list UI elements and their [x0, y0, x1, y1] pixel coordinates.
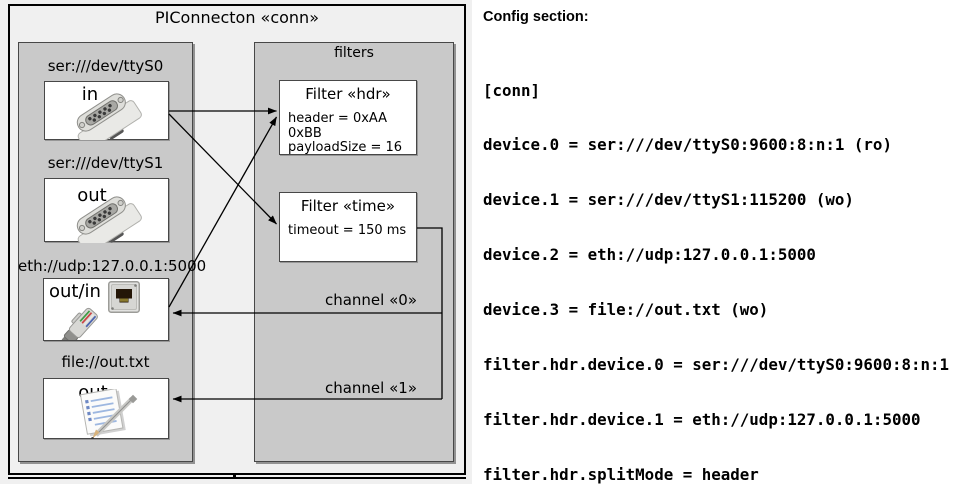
device-box-eth: out/in	[43, 278, 169, 341]
filter-time-title: Filter «time»	[300, 197, 396, 215]
device-label-file: file://out.txt	[61, 353, 150, 371]
serial-connector-icon	[76, 93, 142, 140]
channel-1-label: channel «1»	[324, 379, 417, 397]
ethernet-icon	[61, 281, 140, 340]
filter-hdr-box: Filter «hdr» header = 0xAA 0xBB payloadS…	[279, 80, 417, 155]
filter-hdr-title: Filter «hdr»	[305, 85, 391, 103]
device-label-ttys1: ser:///dev/ttyS1	[47, 154, 164, 172]
config-line: filter.hdr.device.0 = ser:///dev/ttyS0:9…	[483, 355, 950, 375]
filters-group-title: filters	[334, 45, 374, 61]
device-direction: out/in	[49, 281, 101, 302]
device-label-ttys0: ser:///dev/ttyS0	[47, 57, 164, 75]
filter-time-attributes: timeout = 150 ms	[288, 223, 407, 238]
device-box-ttys1: out	[44, 178, 169, 243]
frame-bottom-line	[8, 477, 466, 479]
serial-connector-icon	[76, 196, 142, 243]
config-line: device.3 = file://out.txt (wo)	[483, 300, 769, 320]
diagram-title: PIConnecton «conn»	[155, 8, 319, 27]
config-line: [conn]	[483, 80, 541, 100]
device-box-file: out	[43, 378, 169, 439]
config-text: [conn] device.0 = ser:///dev/ttyS0:9600:…	[483, 45, 959, 484]
config-section: Config section: [conn] device.0 = ser://…	[483, 0, 964, 484]
filter-hdr-attributes: header = 0xAA 0xBB payloadSize = 16	[288, 111, 403, 155]
channel-0-label: channel «0»	[324, 291, 417, 309]
config-line: device.0 = ser:///dev/ttyS0:9600:8:n:1 (…	[483, 135, 892, 155]
config-line: device.2 = eth://udp:127.0.0.1:5000	[483, 245, 816, 265]
frame-bottom-tick	[233, 473, 236, 479]
connection-diagram: PIConnecton «conn» filters ser:///dev/tt…	[0, 0, 472, 484]
device-direction: out	[77, 185, 107, 206]
config-heading: Config section:	[483, 9, 589, 25]
config-line: device.1 = ser:///dev/ttyS1:115200 (wo)	[483, 190, 854, 210]
device-direction: in	[81, 84, 99, 105]
config-line: filter.hdr.device.1 = eth://udp:127.0.0.…	[483, 409, 921, 429]
notepad-icon	[79, 389, 138, 439]
config-line: filter.hdr.splitMode = header	[483, 464, 759, 484]
device-label-eth: eth://udp:127.0.0.1:5000	[18, 257, 207, 275]
device-box-ttys0: in	[44, 81, 169, 140]
filter-time-box: Filter «time» timeout = 150 ms	[279, 192, 417, 262]
